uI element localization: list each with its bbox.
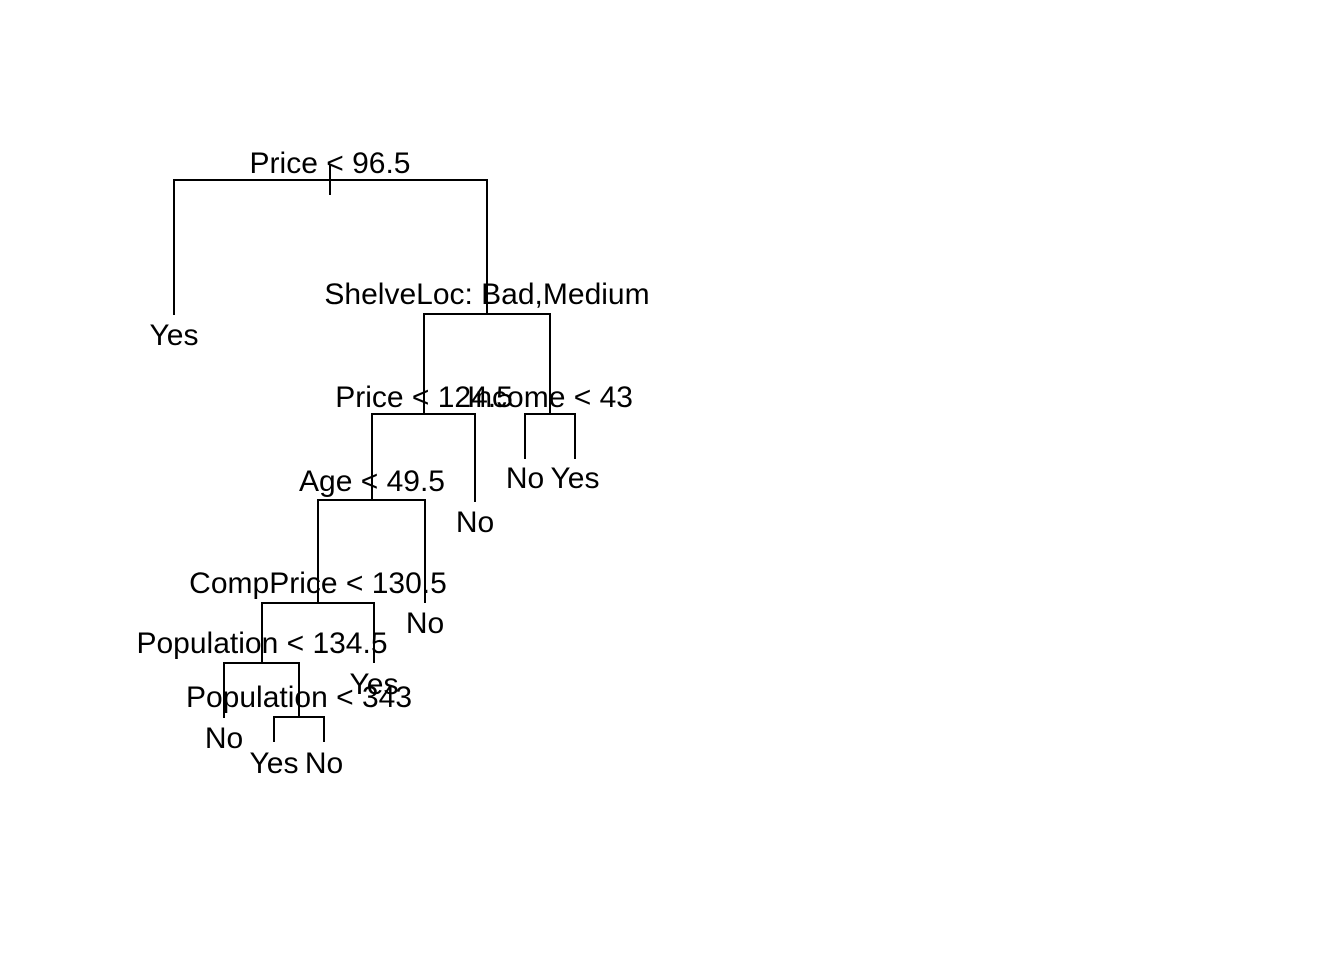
edge-n10-split: [261, 602, 375, 663]
node-label-n12: Population < 134.5: [136, 627, 387, 660]
leaf-label-n2: Yes: [150, 319, 199, 352]
node-label-n15: Population < 343: [186, 681, 412, 714]
node-label-n10: CompPrice < 130.5: [189, 567, 447, 600]
leaf-label-n13: Yes: [350, 668, 399, 701]
edge-n3-split: [423, 313, 551, 414]
edge-n6-split: [317, 499, 426, 603]
leaf-label-n16: Yes: [250, 747, 299, 780]
node-label-n4: Price < 124.5: [335, 381, 513, 414]
tree-labels: Price < 96.5 Yes ShelveLoc: Bad,Medium P…: [136, 147, 649, 780]
node-label-n3: ShelveLoc: Bad,Medium: [324, 278, 649, 311]
edge-n1-split: [173, 179, 488, 315]
leaf-label-n7: No: [456, 506, 494, 539]
node-label-n6: Age < 49.5: [299, 465, 445, 498]
leaf-label-n9: Yes: [551, 462, 600, 495]
edge-n5-split: [524, 413, 576, 459]
node-label-n5: Income < 43: [467, 381, 633, 414]
leaf-label-n17: No: [305, 747, 343, 780]
leaf-label-n8: No: [506, 462, 544, 495]
leaf-label-n11: No: [406, 607, 444, 640]
edge-n12-split: [223, 662, 300, 718]
node-label-n1: Price < 96.5: [250, 147, 411, 180]
tree-edges: [173, 165, 576, 742]
edge-n15-split: [273, 716, 325, 742]
edge-n4-split: [371, 413, 476, 502]
leaf-label-n14: No: [205, 722, 243, 755]
